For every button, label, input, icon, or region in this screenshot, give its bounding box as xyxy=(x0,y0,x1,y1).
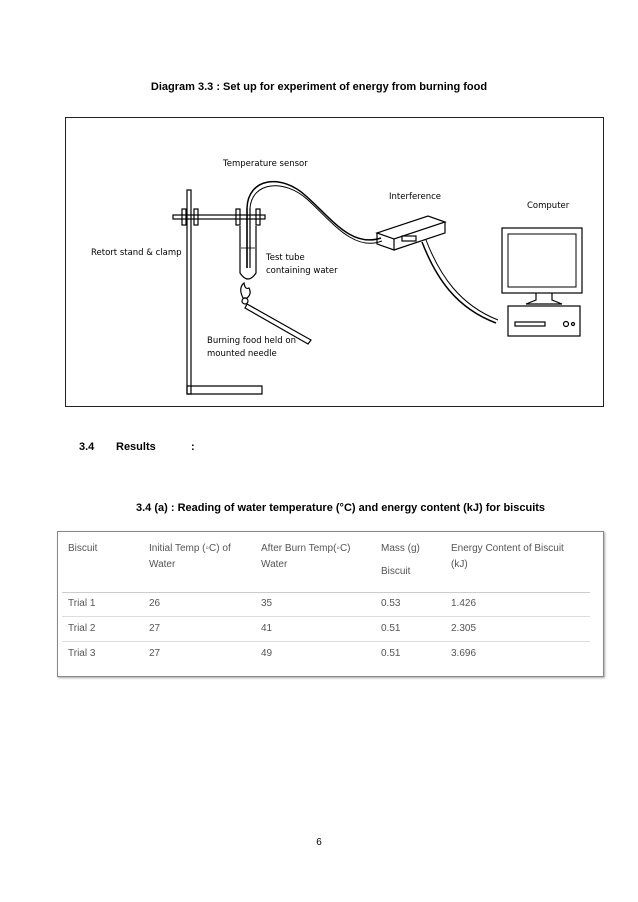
header-initial-temp-2: Water xyxy=(149,559,176,570)
table-cell: 0.53 xyxy=(381,598,401,609)
retort-stand-rod xyxy=(186,189,192,395)
header-initial-temp: Initial Temp (◦C) of xyxy=(149,543,231,554)
label-computer: Computer xyxy=(527,201,570,211)
disk-slot xyxy=(514,321,546,327)
mounted-needle xyxy=(244,303,312,345)
clamp-boss-left xyxy=(181,208,187,226)
label-test-tube-2: containing water xyxy=(266,266,338,276)
table-cell: 3.696 xyxy=(451,648,477,659)
header-energy: Energy Content of Biscuit xyxy=(451,543,564,554)
monitor-stand xyxy=(525,293,563,305)
table-cell: 2.305 xyxy=(451,623,477,634)
header-after-burn-temp-2: Water xyxy=(261,559,288,570)
monitor-screen xyxy=(507,233,577,288)
results-table: Biscuit Initial Temp (◦C) of Water After… xyxy=(57,531,604,677)
header-mass: Mass (g) xyxy=(381,543,420,554)
table-caption: 3.4 (a) : Reading of water temperature (… xyxy=(136,502,546,514)
table-cell: 27 xyxy=(149,623,161,634)
experiment-setup-illustration: Temperature sensor Interference Computer… xyxy=(91,159,583,395)
page-number: 6 xyxy=(316,837,322,848)
computer-cable xyxy=(421,241,497,324)
retort-stand-base xyxy=(186,385,263,395)
label-burning-food-2: mounted needle xyxy=(207,349,277,359)
interface-box-front xyxy=(376,233,395,251)
clamp-jaw-left xyxy=(235,208,241,226)
label-interference: Interference xyxy=(389,192,441,202)
table-cell: Trial 3 xyxy=(68,648,96,659)
table-cell: 27 xyxy=(149,648,161,659)
table-cell: 41 xyxy=(261,623,273,634)
clamp-jaw-right xyxy=(255,208,261,226)
diagram-figure: Temperature sensor Interference Computer… xyxy=(65,117,604,407)
interface-display xyxy=(401,235,417,242)
diagram-labels: Temperature sensor Interference Computer… xyxy=(91,159,570,359)
flame xyxy=(240,281,251,299)
header-after-burn-temp: After Burn Temp(◦C) xyxy=(261,543,351,554)
section-colon: : xyxy=(191,441,195,453)
burning-food xyxy=(241,297,249,305)
interface-box-side xyxy=(393,222,446,251)
label-temperature-sensor: Temperature sensor xyxy=(222,159,308,169)
section-number: 3.4 xyxy=(79,441,95,453)
table-cell: 1.426 xyxy=(451,598,477,609)
header-rule xyxy=(62,592,590,593)
section-title: Results xyxy=(116,441,156,453)
sensor-cable xyxy=(246,180,382,241)
table-cell: Trial 2 xyxy=(68,623,96,634)
clamp-arm xyxy=(172,214,266,220)
clamp-boss-right xyxy=(193,208,199,226)
label-retort-stand: Retort stand & clamp xyxy=(91,248,182,258)
row-rule xyxy=(62,641,590,642)
test-tube xyxy=(239,226,257,280)
table-cell: Trial 1 xyxy=(68,598,96,609)
table-cell: 0.51 xyxy=(381,648,401,659)
label-test-tube-1: Test tube xyxy=(265,253,305,263)
label-burning-food-1: Burning food held on xyxy=(207,336,296,346)
table-cell: 49 xyxy=(261,648,273,659)
header-energy-2: (kJ) xyxy=(451,559,468,570)
computer-case xyxy=(507,305,581,337)
row-rule xyxy=(62,616,590,617)
table-cell: 26 xyxy=(149,598,161,609)
header-biscuit: Biscuit xyxy=(68,543,98,554)
table-cell: 35 xyxy=(261,598,273,609)
table-cell: 0.51 xyxy=(381,623,401,634)
monitor-frame xyxy=(501,227,583,294)
header-mass-2: Biscuit xyxy=(381,566,411,577)
diagram-caption: Diagram 3.3 : Set up for experiment of e… xyxy=(150,81,488,93)
